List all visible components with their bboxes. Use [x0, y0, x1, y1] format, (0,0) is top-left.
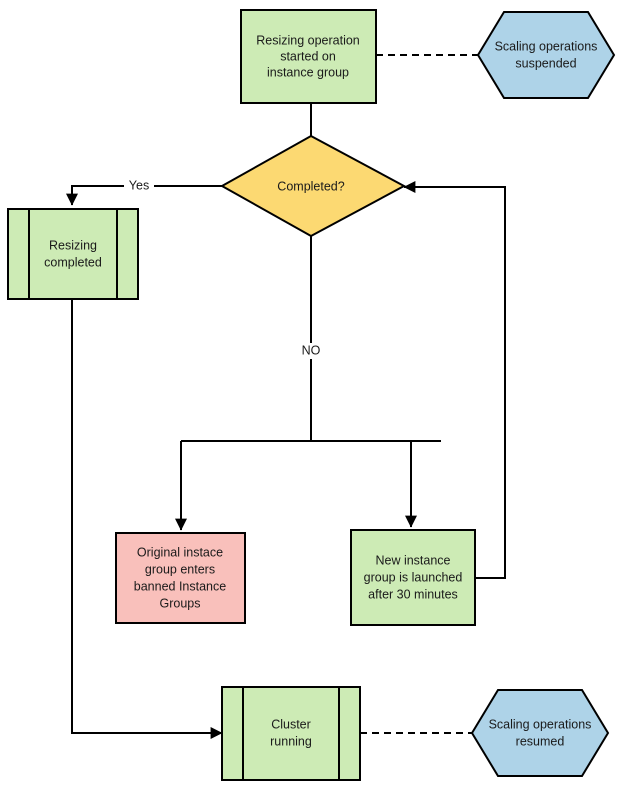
node-scaling-suspended-line-1: Scaling operations	[495, 39, 598, 53]
edge-decision-yes	[66, 185, 222, 206]
node-resizing-started-shape[interactable]	[240, 9, 377, 104]
node-cluster-running[interactable]: Cluster running	[221, 686, 361, 781]
edge-label-yes: Yes	[129, 178, 149, 192]
edge-label-no-backdrop	[294, 343, 328, 359]
node-original-group-banned-line-1: Original instace	[137, 545, 223, 559]
node-original-group-banned-shape[interactable]	[115, 532, 246, 624]
node-original-group-banned-line-4: Groups	[160, 596, 201, 610]
edge-completed-to-cluster	[71, 299, 223, 739]
node-original-group-banned-line-3: banned Instance	[134, 579, 226, 593]
node-resizing-completed-line-2: completed	[44, 255, 102, 269]
node-new-group-launched-line-3: after 30 minutes	[368, 587, 458, 601]
node-scaling-suspended-line-2: suspended	[515, 56, 576, 70]
node-resizing-started-line-2: started on	[280, 49, 336, 63]
node-new-group-launched-line-2: group is launched	[364, 570, 463, 584]
edge-label-layer: Yes NO	[124, 178, 328, 359]
node-resizing-completed-line-1: Resizing	[49, 238, 97, 252]
node-completed-decision-shape[interactable]	[219, 134, 407, 238]
node-scaling-resumed-shape[interactable]	[470, 689, 610, 777]
node-cluster-running-shape[interactable]	[221, 686, 361, 781]
node-new-group-launched-shape[interactable]	[350, 529, 476, 626]
node-resizing-started-line-1: Resizing operation	[256, 33, 360, 47]
edge-label-yes-backdrop	[124, 178, 154, 194]
node-resizing-started[interactable]: Resizing operation started on instance g…	[240, 9, 377, 104]
edge-label-no: NO	[302, 343, 321, 357]
node-resizing-started-line-3: instance group	[267, 65, 349, 79]
node-new-group-launched[interactable]: New instance group is launched after 30 …	[350, 529, 476, 626]
node-resizing-completed-shape[interactable]	[7, 208, 139, 300]
node-original-group-banned[interactable]: Original instace group enters banned Ins…	[115, 532, 246, 624]
node-cluster-running-line-2: running	[270, 734, 312, 748]
node-scaling-resumed-line-1: Scaling operations	[489, 717, 592, 731]
node-original-group-banned-line-2: group enters	[145, 562, 215, 576]
node-completed-decision[interactable]: Completed?	[219, 134, 407, 238]
node-scaling-resumed[interactable]: Scaling operations resumed	[470, 689, 610, 777]
node-scaling-resumed-line-2: resumed	[516, 734, 565, 748]
node-scaling-suspended[interactable]: Scaling operations suspended	[476, 11, 616, 99]
node-completed-decision-label: Completed?	[277, 179, 344, 193]
edge-new-group-back-to-decision	[403, 181, 506, 579]
node-cluster-running-line-1: Cluster	[271, 717, 311, 731]
node-scaling-suspended-shape[interactable]	[476, 11, 616, 99]
node-resizing-completed[interactable]: Resizing completed	[7, 208, 139, 300]
node-new-group-launched-line-1: New instance	[375, 553, 450, 567]
connector-layer	[66, 54, 506, 739]
